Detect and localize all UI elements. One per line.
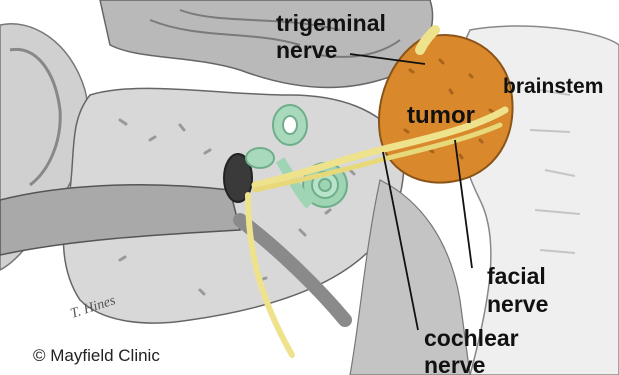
cochlear-label-line2: nerve	[424, 352, 519, 375]
copyright-credit: © Mayfield Clinic	[33, 346, 160, 366]
cochlear-label-line1: cochlear	[424, 325, 519, 352]
brainstem-label: brainstem	[503, 76, 603, 97]
tumor-label: tumor	[407, 104, 475, 128]
facial-label-line2: nerve	[487, 290, 548, 318]
trigeminal-nerve-label: trigeminal nerve	[276, 10, 386, 64]
cochlear-nerve-label: cochlear nerve	[424, 325, 519, 375]
facial-label-line1: facial	[487, 262, 548, 290]
facial-nerve-label: facial nerve	[487, 262, 548, 318]
trigeminal-label-line2: nerve	[276, 37, 386, 64]
trigeminal-label-line1: trigeminal	[276, 10, 386, 37]
